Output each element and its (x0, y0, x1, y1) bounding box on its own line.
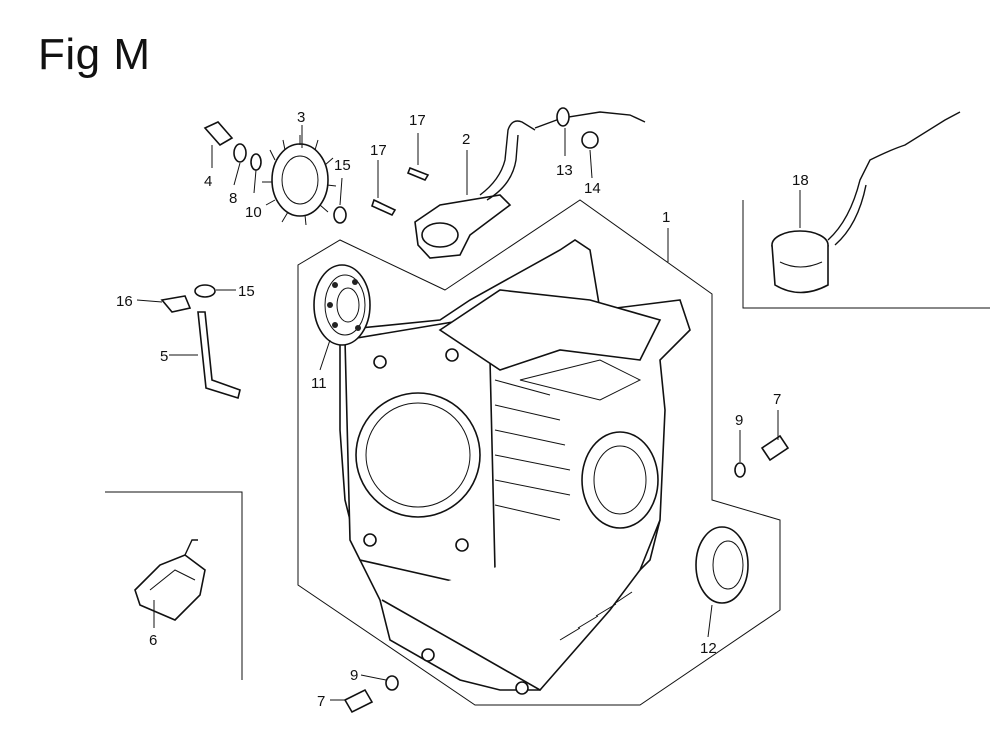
callout-13: 13 (556, 162, 573, 179)
crankcase (339, 239, 691, 695)
callout-11: 11 (311, 375, 327, 392)
callout-17-left: 17 (370, 142, 387, 159)
callout-7-upper: 7 (773, 391, 781, 408)
oil-seal (695, 526, 749, 604)
governor-arm (160, 284, 241, 400)
callout-5: 5 (160, 348, 168, 365)
callout-15-upper: 15 (334, 157, 351, 174)
governor-gear-assembly (203, 121, 347, 226)
inset-frame-6 (105, 491, 243, 680)
callout-6: 6 (149, 632, 157, 649)
callout-16: 16 (116, 293, 133, 310)
callout-17-right: 17 (409, 112, 426, 129)
callout-2: 2 (462, 131, 470, 148)
callout-4: 4 (204, 173, 212, 190)
oil-alert-switch (371, 107, 646, 259)
callout-3: 3 (297, 109, 305, 126)
oil-sensor-inset (771, 111, 961, 294)
callout-18: 18 (792, 172, 809, 189)
figure-title: Fig M (38, 30, 151, 79)
callout-9-upper: 9 (735, 412, 743, 429)
inset-frame-18 (742, 200, 990, 309)
fasteners (343, 434, 790, 714)
crankcase-group-outline (297, 199, 781, 706)
engine-mount-inset (134, 539, 206, 621)
callout-9-lower: 9 (350, 667, 358, 684)
callout-15-lower: 15 (238, 283, 255, 300)
leader-lines (136, 125, 801, 701)
callout-14: 14 (584, 180, 601, 197)
callout-1: 1 (662, 209, 670, 226)
crankshaft-bearing (313, 264, 371, 346)
callout-7-lower: 7 (317, 693, 325, 710)
callout-10: 10 (245, 204, 262, 221)
callout-12: 12 (700, 640, 717, 657)
callout-8: 8 (229, 190, 237, 207)
